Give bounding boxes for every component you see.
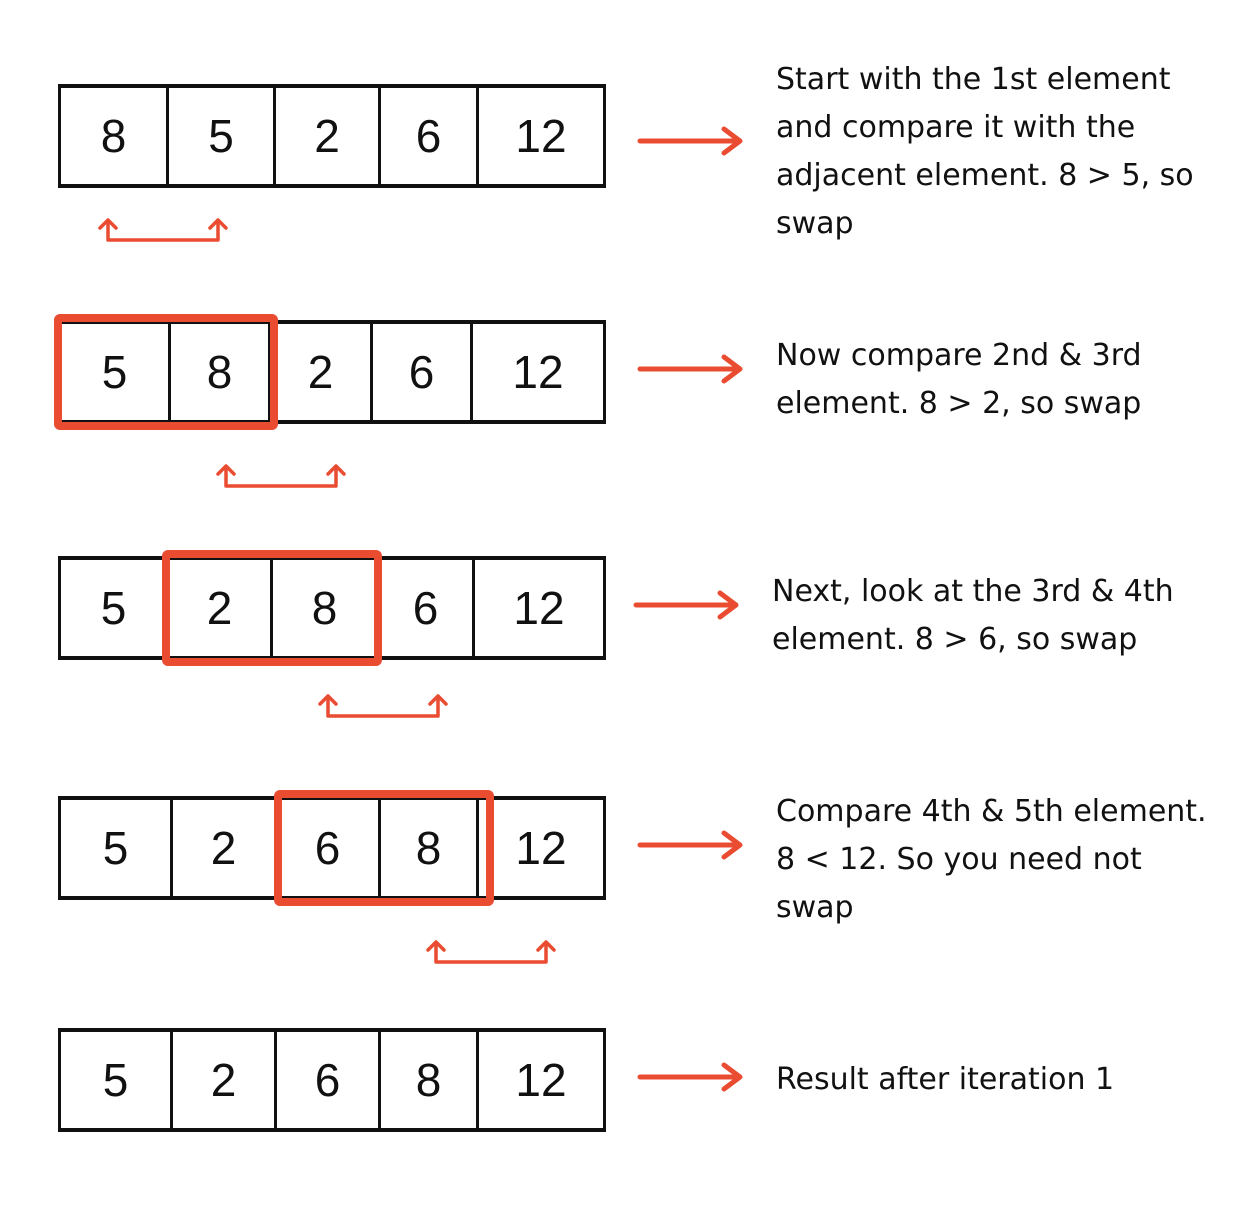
array-cell: 12 xyxy=(515,110,567,162)
compare-highlight xyxy=(274,790,494,906)
array-cell: 6 xyxy=(381,88,479,184)
array-cell: 5 xyxy=(61,1032,173,1128)
array-cell: 8 xyxy=(61,88,169,184)
swap-arrow-icon xyxy=(318,694,448,718)
array-row: 5 2 6 8 12 xyxy=(58,1028,606,1132)
array-cell: 12 xyxy=(512,346,564,398)
array-cell: 2 xyxy=(271,324,373,420)
array-cell: 8 xyxy=(381,800,479,896)
right-arrow-icon xyxy=(637,1062,743,1092)
array-cell: 6 xyxy=(277,800,381,896)
array-row: 8 5 2 6 12 xyxy=(58,84,606,188)
array-cell: 12 xyxy=(513,582,565,634)
array-cell: 5 xyxy=(61,324,171,420)
step-description: Start with the 1st element and compare i… xyxy=(776,62,1194,241)
step-2: 5 8 2 6 12 Now compare 2nd & 3rd element… xyxy=(0,236,1260,488)
step-1: 8 5 2 6 12 Start with the 1st element an… xyxy=(0,0,1260,242)
right-arrow-icon xyxy=(637,830,743,860)
array-cell: 12 xyxy=(515,822,567,874)
compare-highlight xyxy=(54,314,278,430)
array-cell: 5 xyxy=(169,88,276,184)
swap-arrow-icon xyxy=(216,464,346,488)
compare-highlight xyxy=(162,550,382,666)
swap-arrow-icon xyxy=(426,940,556,964)
array-cell: 2 xyxy=(276,88,381,184)
step-description: Result after iteration 1 xyxy=(776,1062,1115,1097)
array-cell: 2 xyxy=(169,560,273,656)
array-cell: 2 xyxy=(173,800,277,896)
swap-arrow-icon xyxy=(98,218,228,242)
array-cell: 12 xyxy=(515,1054,567,1106)
right-arrow-icon xyxy=(637,354,743,384)
step-5: 5 2 6 8 12 Result after iteration 1 xyxy=(0,944,1260,1184)
array-cell: 6 xyxy=(379,560,475,656)
array-cell: 5 xyxy=(61,560,169,656)
array-cell: 8 xyxy=(381,1032,479,1128)
step-description: Next, look at the 3rd & 4th element. 8 >… xyxy=(772,574,1174,657)
array-cell: 8 xyxy=(171,324,271,420)
array-cell: 6 xyxy=(373,324,473,420)
step-description: Compare 4th & 5th element. 8 < 12. So yo… xyxy=(776,794,1207,925)
array-cell: 6 xyxy=(277,1032,381,1128)
array-cell: 5 xyxy=(61,800,173,896)
array-row: 5 8 2 6 12 xyxy=(58,320,606,424)
array-cell: 2 xyxy=(173,1032,277,1128)
step-3: 5 2 8 6 12 Next, look at the 3rd & 4th e… xyxy=(0,472,1260,718)
right-arrow-icon xyxy=(633,590,739,620)
step-4: 5 2 6 8 12 Compare 4th & 5th element. 8 … xyxy=(0,712,1260,964)
step-description: Now compare 2nd & 3rd element. 8 > 2, so… xyxy=(776,338,1142,421)
right-arrow-icon xyxy=(637,126,743,156)
